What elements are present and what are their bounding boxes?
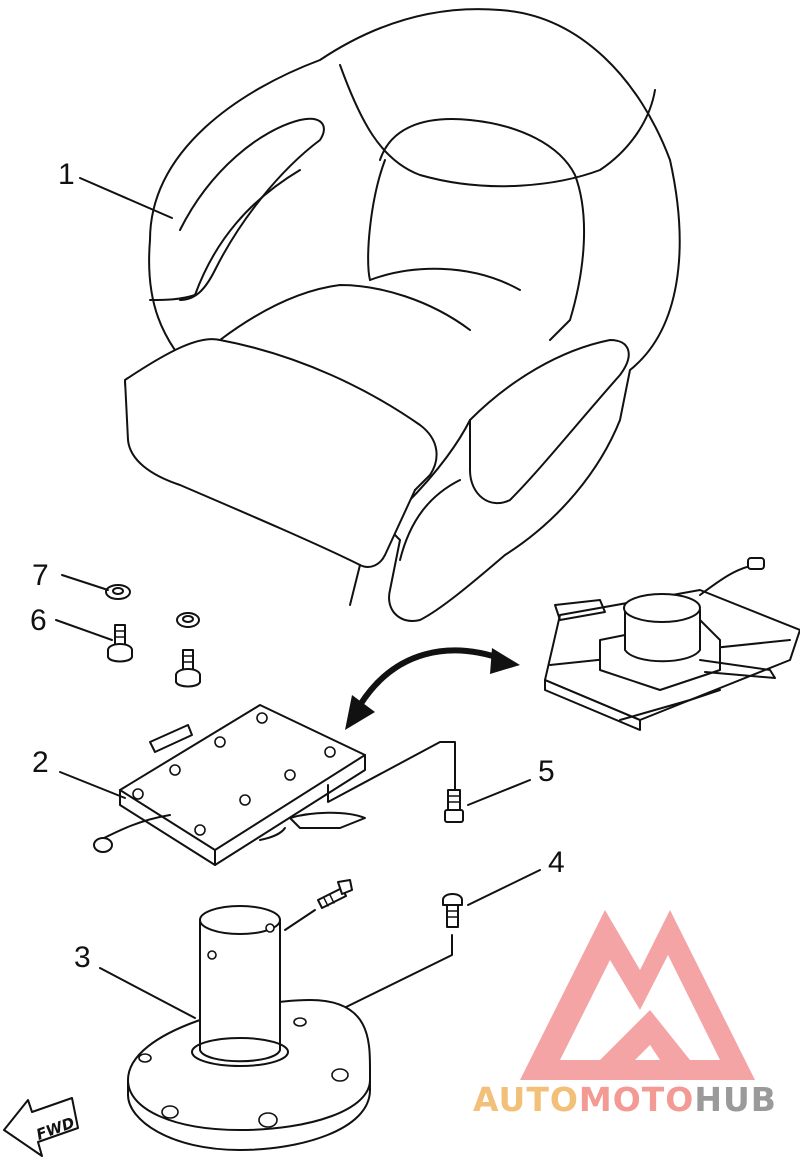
callout-7: 7 — [32, 559, 49, 592]
watermark-moto: MOTO — [579, 1080, 694, 1119]
watermark-hub: HUB — [694, 1080, 777, 1119]
bolt-part-6: 6 — [30, 604, 201, 688]
callout-3: 3 — [74, 941, 91, 974]
watermark-logo — [520, 910, 755, 1080]
pedestal-part-3: 3 — [74, 905, 371, 1151]
callout-6: 6 — [30, 604, 47, 637]
nut-part-7: 7 — [32, 559, 200, 628]
callout-2: 2 — [32, 746, 49, 779]
fwd-arrow-icon: FWD — [3, 1097, 79, 1157]
watermark-text: AUTOMOTOHUB — [473, 1080, 777, 1119]
callout-4: 4 — [548, 846, 565, 879]
swap-arrow — [345, 647, 520, 730]
slide-plate-part-2: 2 — [32, 704, 366, 866]
swivel-mechanism — [544, 557, 800, 731]
callout-1: 1 — [58, 158, 75, 191]
callout-5: 5 — [538, 755, 555, 788]
seat-part-1: 1 — [58, 8, 681, 622]
bolt-part-5: 5 — [327, 741, 555, 823]
svg-text:AUTOMOTOHUB: AUTOMOTOHUB — [473, 1080, 777, 1119]
watermark-auto: AUTO — [473, 1080, 579, 1119]
